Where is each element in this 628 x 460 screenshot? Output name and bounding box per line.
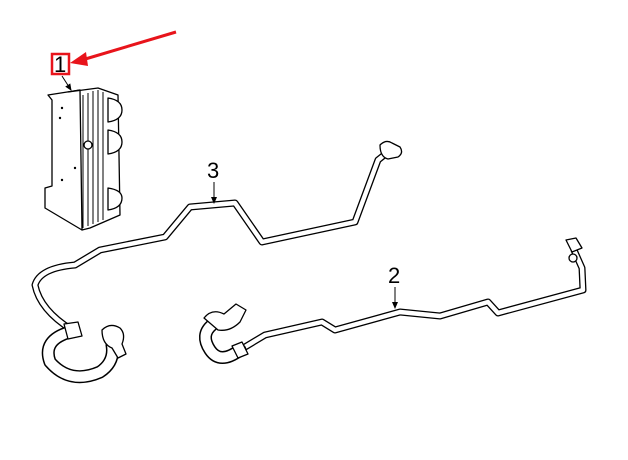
callout-1[interactable]: 1	[50, 52, 72, 91]
callout-2[interactable]: 2	[388, 263, 400, 309]
callout-1-highlight-box	[50, 52, 71, 76]
callout-2-label: 2	[388, 263, 400, 288]
callout-1-leader-arrow	[61, 75, 72, 91]
cooler-line-2-part[interactable]	[199, 237, 587, 364]
oil-cooler-part[interactable]	[44, 87, 123, 231]
red-pointer-arrow	[70, 30, 177, 66]
callout-3[interactable]: 3	[207, 158, 219, 204]
callout-3-label: 3	[207, 158, 219, 183]
callout-1-label: 1	[54, 52, 66, 77]
cooler-line-3-part[interactable]	[31, 140, 403, 384]
